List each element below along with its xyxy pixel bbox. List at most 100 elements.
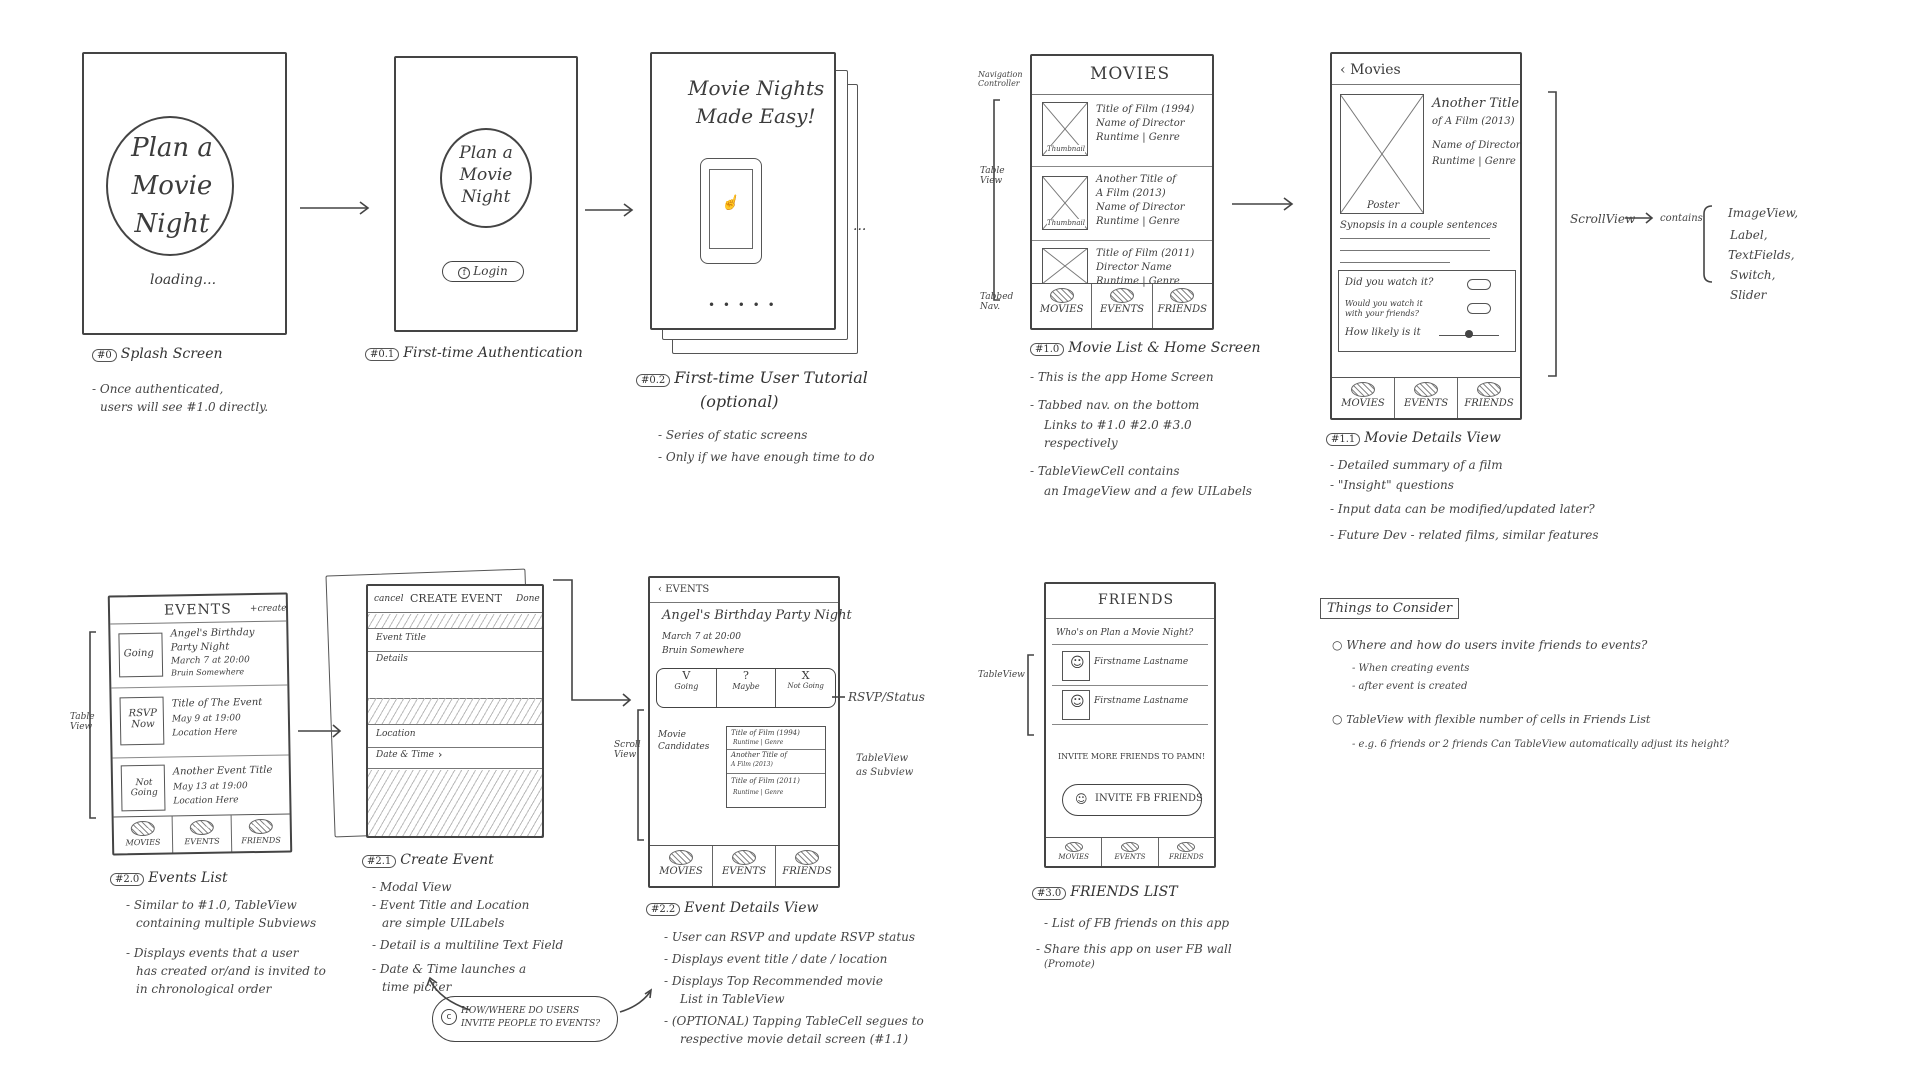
tab-movies[interactable]: MOVIES — [1046, 838, 1101, 866]
event-title: Another Event Title — [173, 765, 273, 778]
cancel-button[interactable]: cancel — [374, 594, 403, 604]
tab-events[interactable]: EVENTS — [1101, 838, 1157, 866]
friends-tab-icon — [249, 819, 273, 834]
movie-list-frame: MOVIES Thumbnail Title of Film (1994) Na… — [1030, 54, 1214, 330]
synopsis-line — [1340, 238, 1490, 239]
event-row[interactable]: Going Angel's Birthday Party Night March… — [110, 620, 287, 688]
friend-row[interactable]: ☺ Firstname Lastname — [1052, 644, 1208, 686]
tab-friends[interactable]: FRIENDS — [775, 846, 838, 886]
tab-events[interactable]: EVENTS — [712, 846, 775, 886]
back-to-movies-button[interactable]: ‹ Movies — [1340, 62, 1401, 78]
tab-friends[interactable]: FRIENDS — [1152, 284, 1212, 328]
tab-events[interactable]: EVENTS — [1394, 378, 1457, 418]
tutorial-screen-frame: Movie Nights Made Easy! ☝ • • • • • — [650, 52, 836, 330]
movie-row[interactable]: Thumbnail Another Title of A Film (2013)… — [1032, 166, 1212, 241]
details-field[interactable]: Details — [368, 650, 542, 699]
movie-row[interactable]: Thumbnail Title of Film (1994) Name of D… — [1032, 94, 1212, 167]
movies-tab-icon — [669, 850, 693, 865]
tab-friends[interactable]: FRIENDS — [1158, 838, 1214, 866]
thumbnail-label: Thumbnail — [1047, 219, 1085, 227]
screen-tag: #1.1 — [1326, 433, 1360, 446]
movie-list-note-3: Links to #1.0 #2.0 #3.0 — [1044, 418, 1192, 432]
caption-text: FRIENDS LIST — [1070, 884, 1177, 900]
screen-tag: #1.0 — [1030, 343, 1064, 356]
done-button[interactable]: Done — [516, 594, 540, 604]
avatar: ☺ — [1062, 651, 1090, 681]
page-indicator-dots[interactable]: • • • • • — [708, 298, 777, 312]
events-note-4: has created or/and is invited to — [136, 964, 326, 978]
tab-movies[interactable]: MOVIES — [114, 817, 173, 854]
candidate-film-title: Title of Film (1994) — [731, 729, 800, 737]
create-event-note-2: - Event Title and Location — [372, 898, 529, 912]
tab-label: MOVIES — [659, 866, 703, 877]
tab-label: EVENTS — [1404, 398, 1448, 409]
friends-tab-icon — [1477, 382, 1501, 397]
event-detail-note-1: - User can RSVP and update RSVP status — [664, 930, 915, 944]
movie-director: Name of Director — [1096, 202, 1185, 213]
tab-friends[interactable]: FRIENDS — [1457, 378, 1520, 418]
event-row[interactable]: Not Going Another Event Title May 13 at … — [113, 754, 290, 819]
watch-with-friends-switch[interactable] — [1467, 303, 1491, 314]
movie-row[interactable]: Title of Film (2011) Director Name Runti… — [1032, 240, 1212, 284]
splash-caption: #0Splash Screen — [92, 346, 223, 362]
facebook-icon: f — [458, 267, 470, 279]
screen-tag: #2.1 — [362, 855, 396, 868]
movie-list-note-6: an ImageView and a few UILabels — [1044, 484, 1252, 498]
movie-title: Another Title of — [1096, 174, 1176, 185]
person-icon: ☺ — [1070, 694, 1085, 710]
tab-events[interactable]: EVENTS — [172, 815, 232, 852]
rsvp-status-annotation: RSVP/Status — [848, 690, 925, 704]
rsvp-status-label: RSVP Now — [125, 708, 161, 731]
more-screens-ellipsis: ... — [853, 218, 866, 234]
side-label-navigation: Navigation Controller — [978, 70, 1022, 88]
likelihood-slider-thumb[interactable] — [1465, 330, 1473, 338]
watched-switch[interactable] — [1467, 279, 1491, 290]
date-time-field[interactable]: Date & Time › — [368, 746, 542, 769]
tab-bar: MOVIES EVENTS FRIENDS — [114, 813, 291, 853]
tab-friends[interactable]: FRIENDS — [231, 814, 291, 851]
auth-screen-frame: Plan a Movie Night fLogin — [394, 56, 578, 332]
event-title: Angel's Birthday — [170, 627, 254, 639]
invite-fb-friends-button[interactable]: ☺ INVITE FB FRIENDS — [1062, 784, 1202, 816]
tap-hand-icon: ☝ — [721, 195, 738, 211]
create-event-frame: cancel CREATE EVENT Done Event Title Det… — [366, 584, 544, 838]
contains-item: Label, — [1730, 228, 1768, 242]
tab-movies[interactable]: MOVIES — [650, 846, 712, 886]
candidates-table[interactable]: Title of Film (1994) Runtime | Genre Ano… — [726, 726, 826, 808]
back-to-events-button[interactable]: ‹ EVENTS — [658, 584, 709, 595]
nav-divider — [1332, 84, 1520, 85]
event-title-field[interactable]: Event Title — [368, 628, 542, 652]
maybe-mark-icon: ? — [717, 669, 776, 682]
event-location: Bruin Somewhere — [171, 667, 244, 677]
location-field[interactable]: Location — [368, 724, 542, 748]
tab-movies[interactable]: MOVIES — [1332, 378, 1394, 418]
rsvp-status-box: Not Going — [121, 765, 166, 812]
event-detail-note-6: respective movie detail screen (#1.1) — [680, 1032, 908, 1046]
create-event-note-5: - Date & Time launches a — [372, 962, 526, 976]
tab-events[interactable]: EVENTS — [1091, 284, 1151, 328]
rsvp-label: Maybe — [717, 682, 776, 691]
row-divider — [727, 773, 825, 774]
friend-row[interactable]: ☺ Firstname Lastname — [1052, 684, 1208, 725]
thumbnail-image: Thumbnail — [1042, 102, 1088, 156]
caption-text: Event Details View — [684, 900, 818, 916]
event-detail-title: Angel's Birthday Party Night — [662, 608, 852, 623]
create-event-note-4: - Detail is a multiline Text Field — [372, 938, 563, 952]
tab-label: EVENTS — [722, 866, 766, 877]
event-row[interactable]: RSVP Now Title of The Event May 9 at 19:… — [111, 684, 288, 758]
movie-runtime: Runtime | Genre — [1096, 132, 1180, 143]
events-tab-icon — [190, 820, 214, 835]
invite-more-text: INVITE MORE FRIENDS TO PAMN! — [1058, 752, 1205, 761]
back-label: EVENTS — [665, 584, 709, 595]
rsvp-segmented-control: VGoing ?Maybe XNot Going — [656, 668, 836, 708]
rsvp-maybe-button[interactable]: ?Maybe — [717, 669, 777, 707]
create-event-button[interactable]: +create — [250, 603, 287, 614]
tab-movies[interactable]: MOVIES — [1032, 284, 1091, 328]
movies-header: MOVIES — [1090, 64, 1170, 84]
movie-detail-note-3: - Input data can be modified/updated lat… — [1330, 502, 1595, 516]
avatar: ☺ — [1062, 690, 1090, 720]
